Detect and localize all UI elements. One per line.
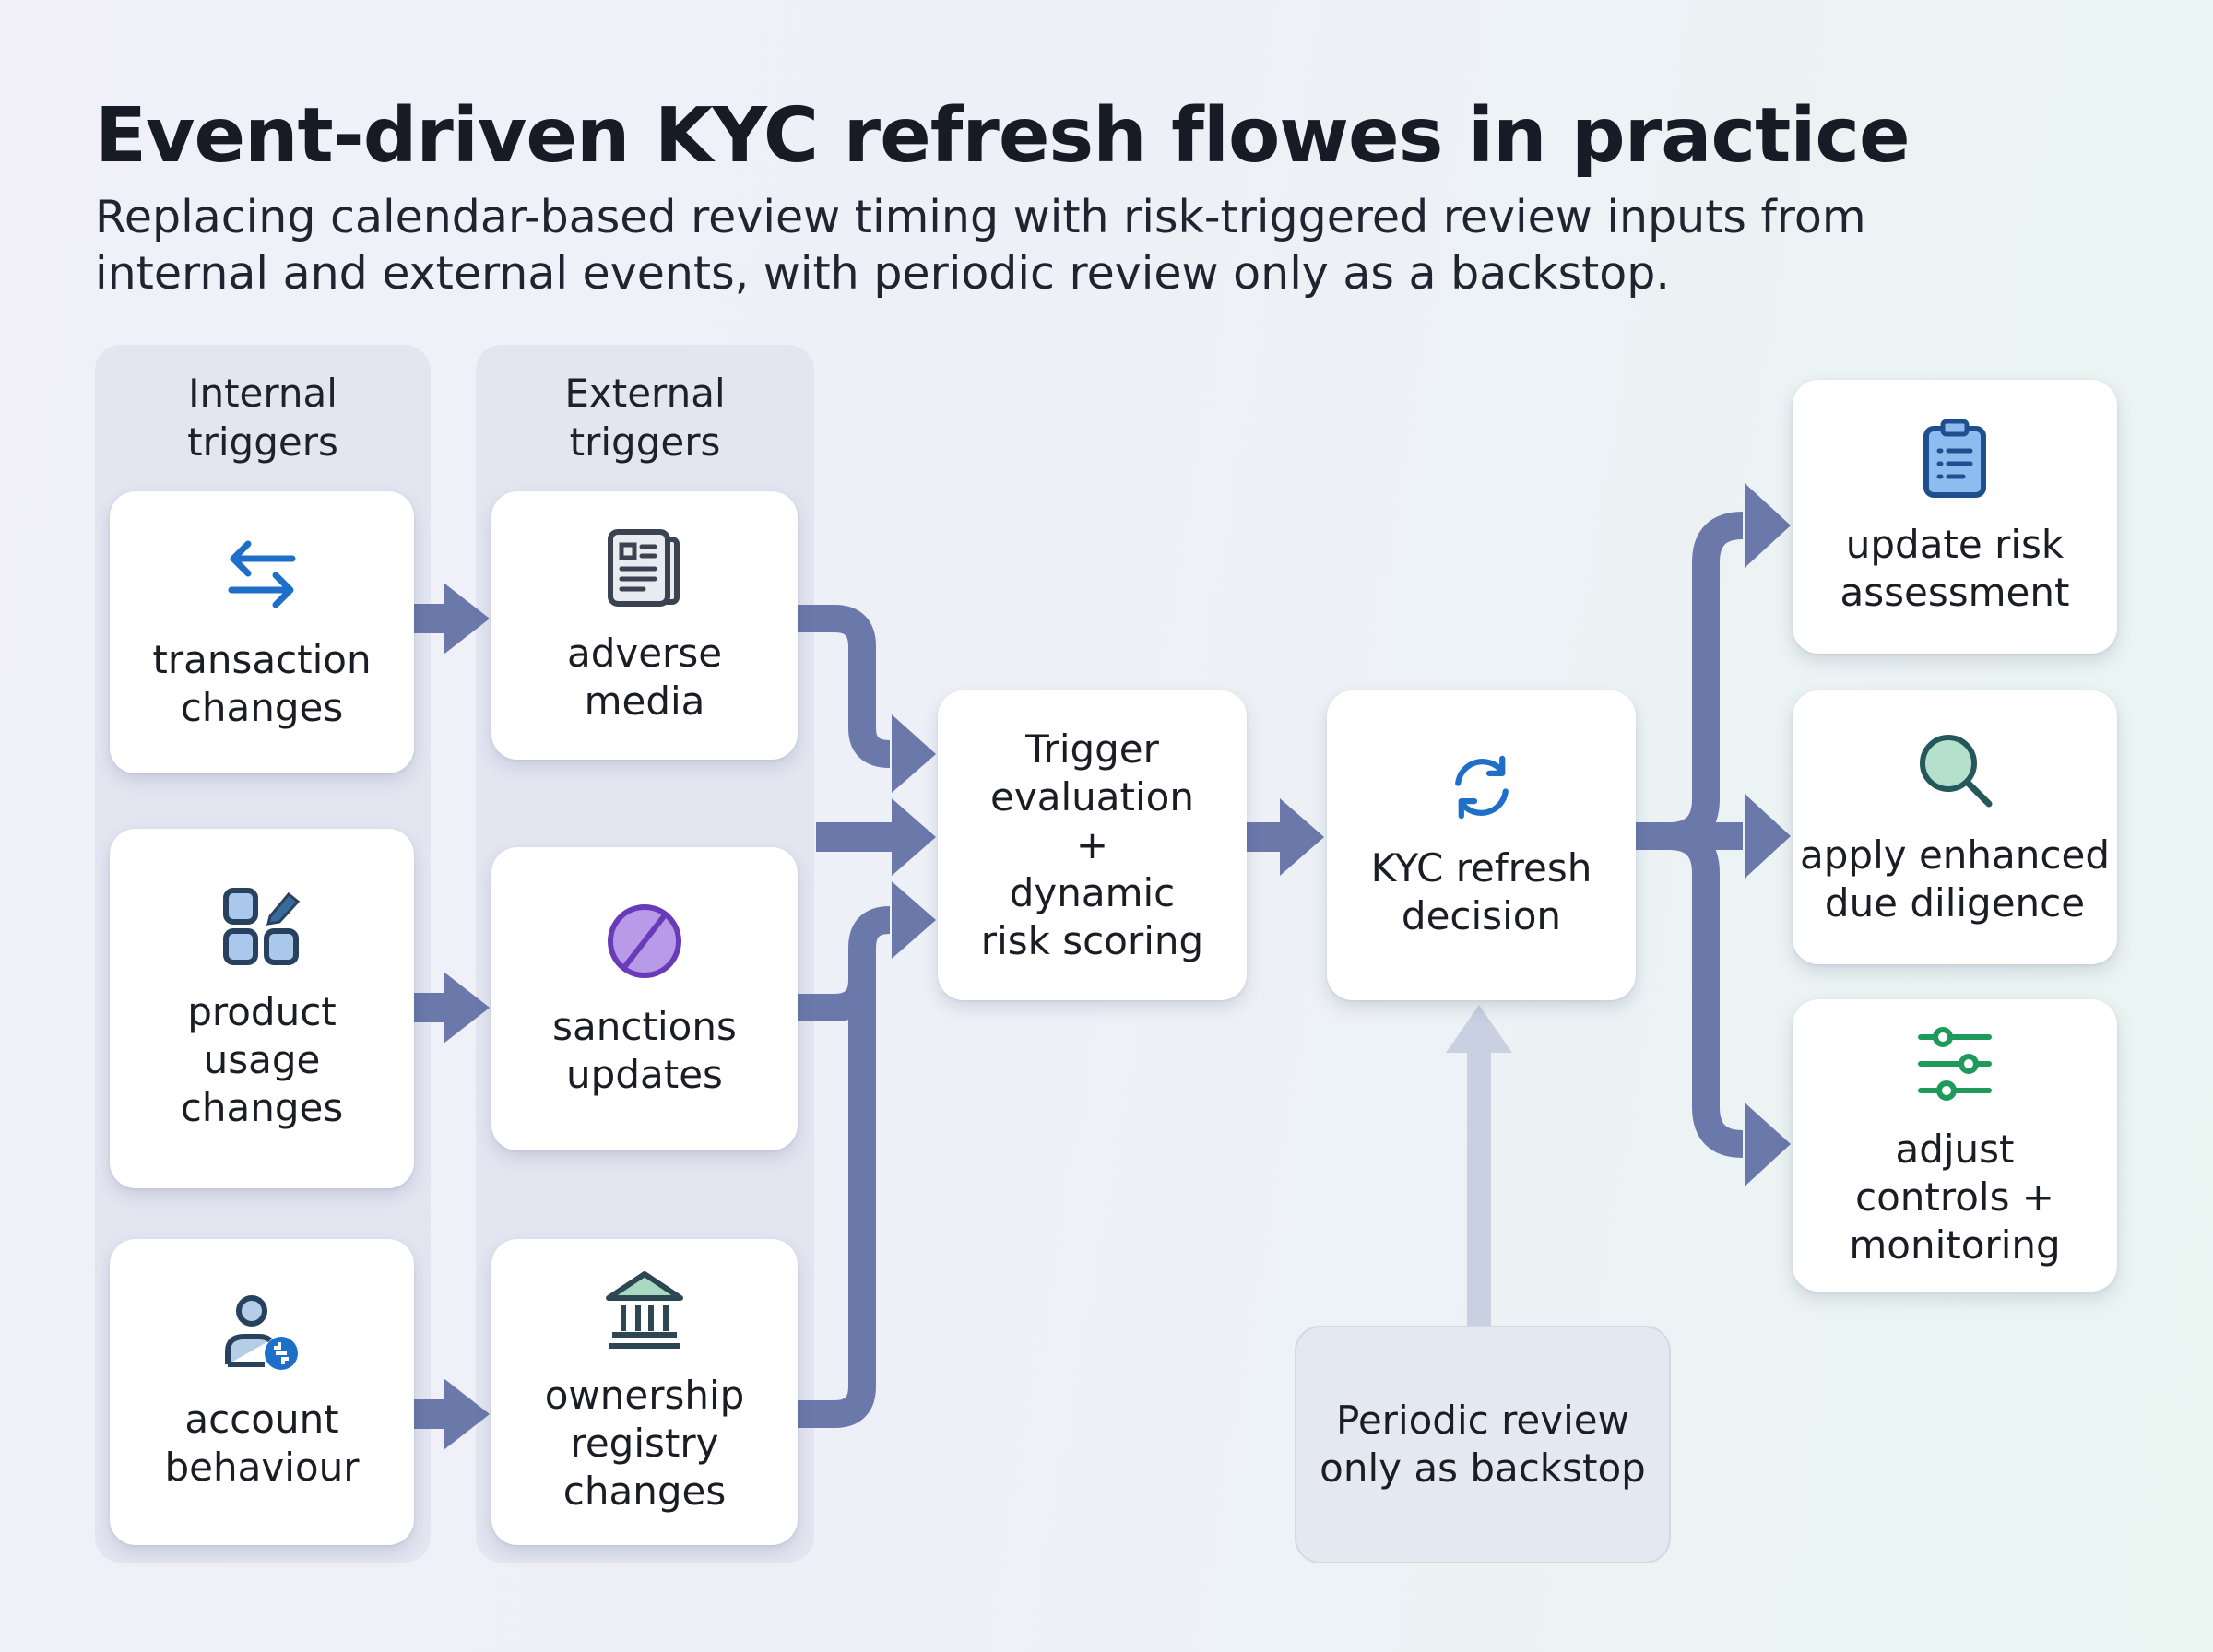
trigger-card-account-behaviour: account behaviour	[110, 1239, 414, 1545]
clipboard-list-icon	[1923, 419, 1986, 498]
newspaper-icon	[608, 528, 680, 607]
kyc-refresh-decision-card: KYC refresh decision	[1327, 690, 1636, 1000]
outcome-card-update-risk-assessment: update risk assessment	[1793, 380, 2117, 654]
sliders-icon	[1918, 1026, 1992, 1101]
trigger-card-ownership-registry: ownership registry changes	[491, 1239, 798, 1545]
magnifier-icon	[1920, 734, 1993, 807]
outcome-label: apply enhanced due diligence	[1800, 832, 2110, 926]
trigger-card-adverse-media: adverse media	[491, 491, 798, 760]
trigger-card-transaction-changes: transaction changes	[110, 491, 414, 773]
external-triggers-title: External triggers	[564, 371, 726, 465]
prohibited-icon	[608, 903, 681, 978]
periodic-review-label: Periodic review only as backstop	[1320, 1398, 1646, 1491]
outcome-card-adjust-controls: adjust controls + monitoring	[1793, 999, 2117, 1292]
bank-building-icon	[606, 1271, 683, 1349]
outcome-label: adjust controls + monitoring	[1849, 1126, 2061, 1268]
internal-triggers-title: Internal triggers	[187, 371, 338, 465]
periodic-review-backstop-card: Periodic review only as backstop	[1295, 1326, 1671, 1564]
trigger-evaluation-card: Trigger evaluation + dynamic risk scorin…	[938, 690, 1247, 1000]
kyc-refresh-decision-label: KYC refresh decision	[1370, 845, 1592, 938]
trigger-card-product-usage: product usage changes	[110, 829, 414, 1188]
outcome-label: update risk assessment	[1840, 521, 2070, 615]
trigger-card-sanctions-updates: sanctions updates	[491, 847, 798, 1150]
refresh-icon	[1454, 755, 1509, 820]
outcome-card-enhanced-due-diligence: apply enhanced due diligence	[1793, 690, 2117, 964]
page-subtitle: Replacing calendar-based review timing w…	[95, 191, 1866, 300]
user-settings-icon	[225, 1295, 298, 1370]
trigger-label: sanctions updates	[552, 1003, 737, 1097]
trigger-label: account behaviour	[164, 1397, 360, 1490]
arrows-exchange-icon	[228, 540, 296, 608]
trigger-label: adverse media	[566, 630, 723, 724]
product-grid-edit-icon	[223, 888, 301, 965]
trigger-label: ownership registry changes	[544, 1373, 745, 1514]
page-title: Event-driven KYC refresh flowes in pract…	[95, 92, 1911, 180]
trigger-label: product usage changes	[180, 989, 344, 1130]
trigger-label: transaction changes	[152, 637, 372, 730]
trigger-evaluation-label: Trigger evaluation + dynamic risk scorin…	[980, 726, 1204, 963]
